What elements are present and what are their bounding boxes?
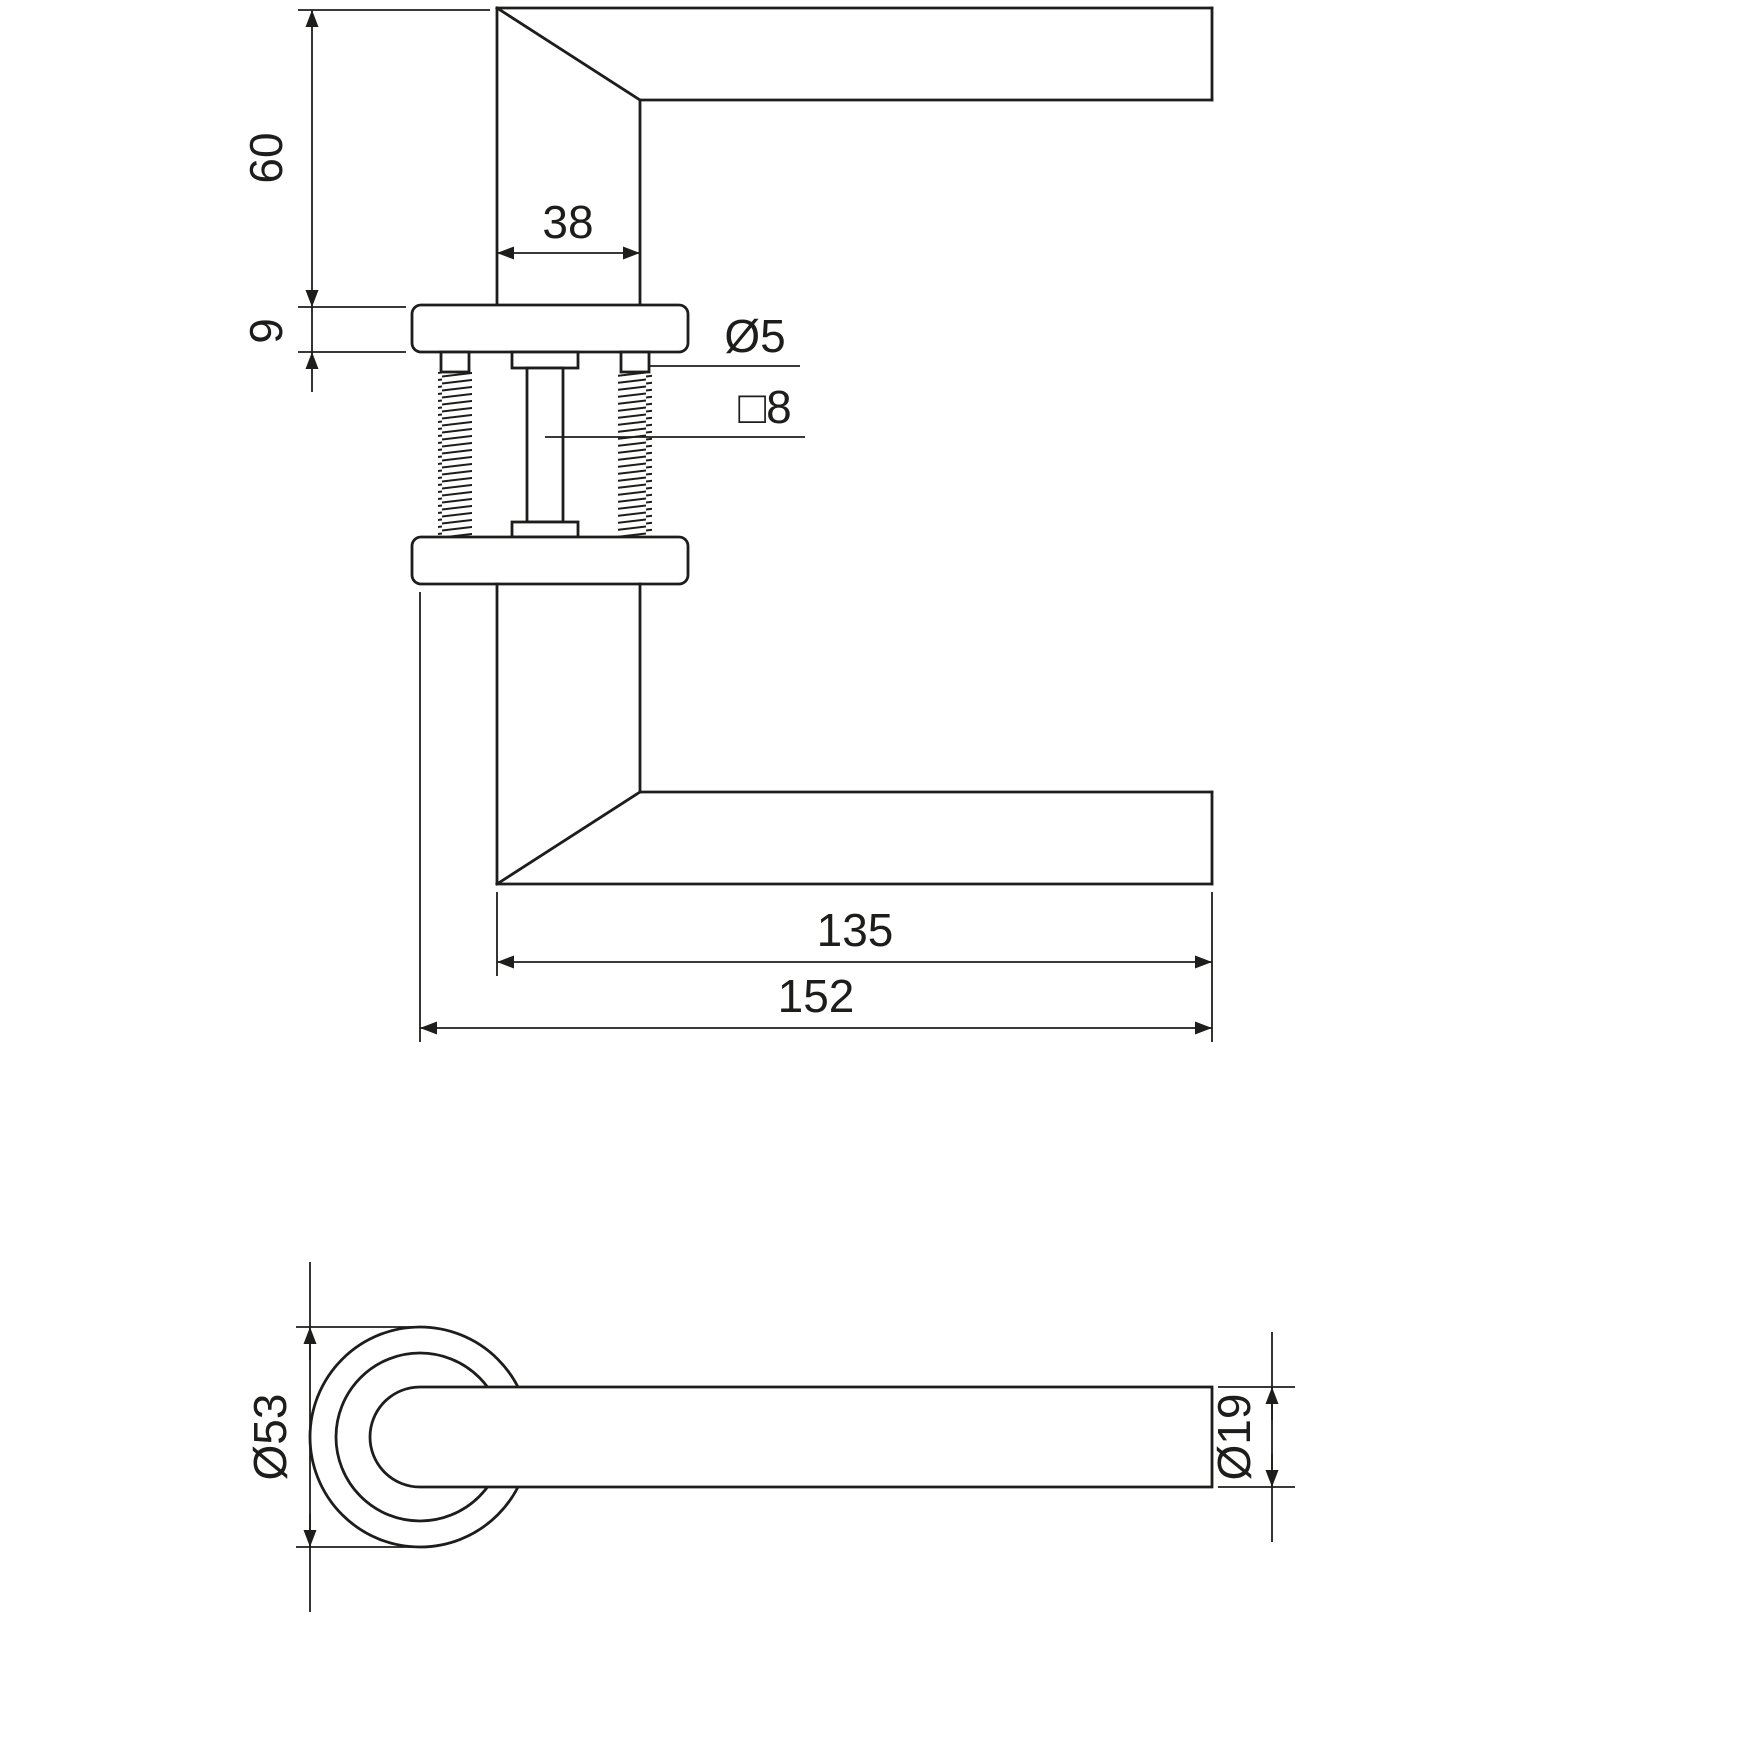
spindle [510, 350, 580, 539]
spindle-top-block [510, 350, 580, 370]
handle-lower-lever [495, 582, 1214, 886]
side-view-dimensions: 60 9 38 Ø5 □8 135 [240, 9, 1213, 1042]
screw-right-threads [618, 372, 652, 537]
label-spindle-square: □8 [545, 381, 805, 438]
dimension-rosette-diameter: Ø53 [244, 1262, 420, 1612]
handle-upper-lever [495, 6, 1214, 307]
dimension-60: 60 [240, 9, 490, 308]
screw-left-shank [439, 350, 471, 374]
lever-front-outline [368, 1385, 1214, 1489]
spindle-shaft [525, 366, 565, 524]
screw-diameter-label: Ø5 [724, 310, 785, 362]
dim-152-label: 152 [778, 970, 855, 1022]
mounting-screw-left [438, 350, 472, 537]
upper-miter-line [495, 6, 642, 102]
front-view-dimensions: Ø53 Ø19 [244, 1262, 1295, 1612]
dim-53-label: Ø53 [244, 1394, 296, 1481]
lower-miter-line [495, 790, 642, 886]
screw-left-threads [438, 372, 472, 537]
dim-60-label: 60 [240, 132, 292, 183]
front-view [308, 1325, 1214, 1549]
dim-19-label: Ø19 [1208, 1394, 1260, 1481]
rosette-bottom-section [410, 535, 690, 586]
dim-9-label: 9 [240, 318, 292, 344]
mounting-screw-right [618, 350, 652, 537]
dim-38-label: 38 [542, 196, 593, 248]
dimension-38: 38 [497, 196, 640, 260]
spindle-square-label: □8 [738, 381, 791, 433]
rosette-top-section [410, 303, 690, 354]
spindle-bottom-block [510, 520, 580, 539]
dimension-lever-diameter: Ø19 [1208, 1332, 1295, 1542]
dimension-152: 152 [419, 592, 1212, 1042]
dimension-135: 135 [496, 892, 1213, 1042]
dimension-9: 9 [240, 307, 406, 392]
screw-right-shank [619, 350, 651, 374]
dim-135-label: 135 [817, 904, 894, 956]
side-view [410, 6, 1214, 886]
label-screw-diameter: Ø5 [650, 310, 800, 367]
